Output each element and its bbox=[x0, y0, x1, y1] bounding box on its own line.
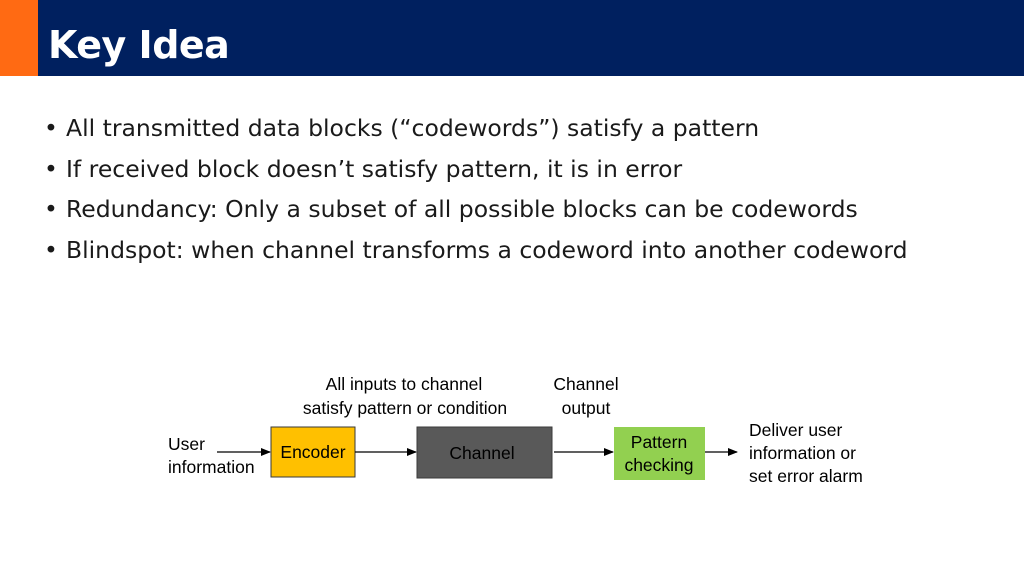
bullet-marker: • bbox=[44, 195, 58, 223]
bullet-marker: • bbox=[44, 114, 58, 142]
user-information-label: User bbox=[168, 434, 205, 454]
bullet-marker: • bbox=[44, 235, 58, 264]
output-action-label: set error alarm bbox=[749, 466, 863, 486]
channel-output-note: Channel bbox=[553, 374, 618, 394]
user-information-label: information bbox=[168, 457, 255, 477]
bullet-text: Blindspot: when channel transforms a cod… bbox=[66, 235, 908, 264]
output-action-label: information or bbox=[749, 443, 856, 463]
pattern-checking-label: checking bbox=[624, 455, 693, 475]
pattern-checking-box bbox=[614, 427, 705, 480]
bullet-list: • All transmitted data blocks (“codeword… bbox=[44, 112, 984, 274]
encoder-box bbox=[270, 426, 356, 478]
channel-input-note: All inputs to channel bbox=[326, 374, 483, 394]
bullet-text: Redundancy: Only a subset of all possibl… bbox=[66, 195, 858, 223]
slide-title: Key Idea bbox=[48, 23, 230, 67]
bullet-text: All transmitted data blocks (“codewords”… bbox=[66, 114, 760, 142]
title-accent bbox=[0, 0, 38, 76]
bullet-item: • Redundancy: Only a subset of all possi… bbox=[44, 193, 984, 225]
pattern-checking-label: Pattern bbox=[631, 432, 687, 452]
channel-box bbox=[416, 426, 553, 479]
encoder-label: Encoder bbox=[280, 442, 345, 462]
title-bar bbox=[0, 0, 1024, 76]
output-action-label: Deliver user bbox=[749, 420, 843, 440]
bullet-item: • Blindspot: when channel transforms a c… bbox=[44, 234, 984, 266]
bullet-item: • All transmitted data blocks (“codeword… bbox=[44, 112, 984, 144]
channel-input-note: satisfy pattern or condition bbox=[303, 398, 507, 418]
channel-label: Channel bbox=[449, 443, 514, 463]
bullet-text: If received block doesn’t satisfy patter… bbox=[66, 154, 683, 183]
bullet-item: • If received block doesn’t satisfy patt… bbox=[44, 153, 984, 185]
channel-output-note: output bbox=[562, 398, 611, 418]
bullet-marker: • bbox=[44, 154, 58, 183]
